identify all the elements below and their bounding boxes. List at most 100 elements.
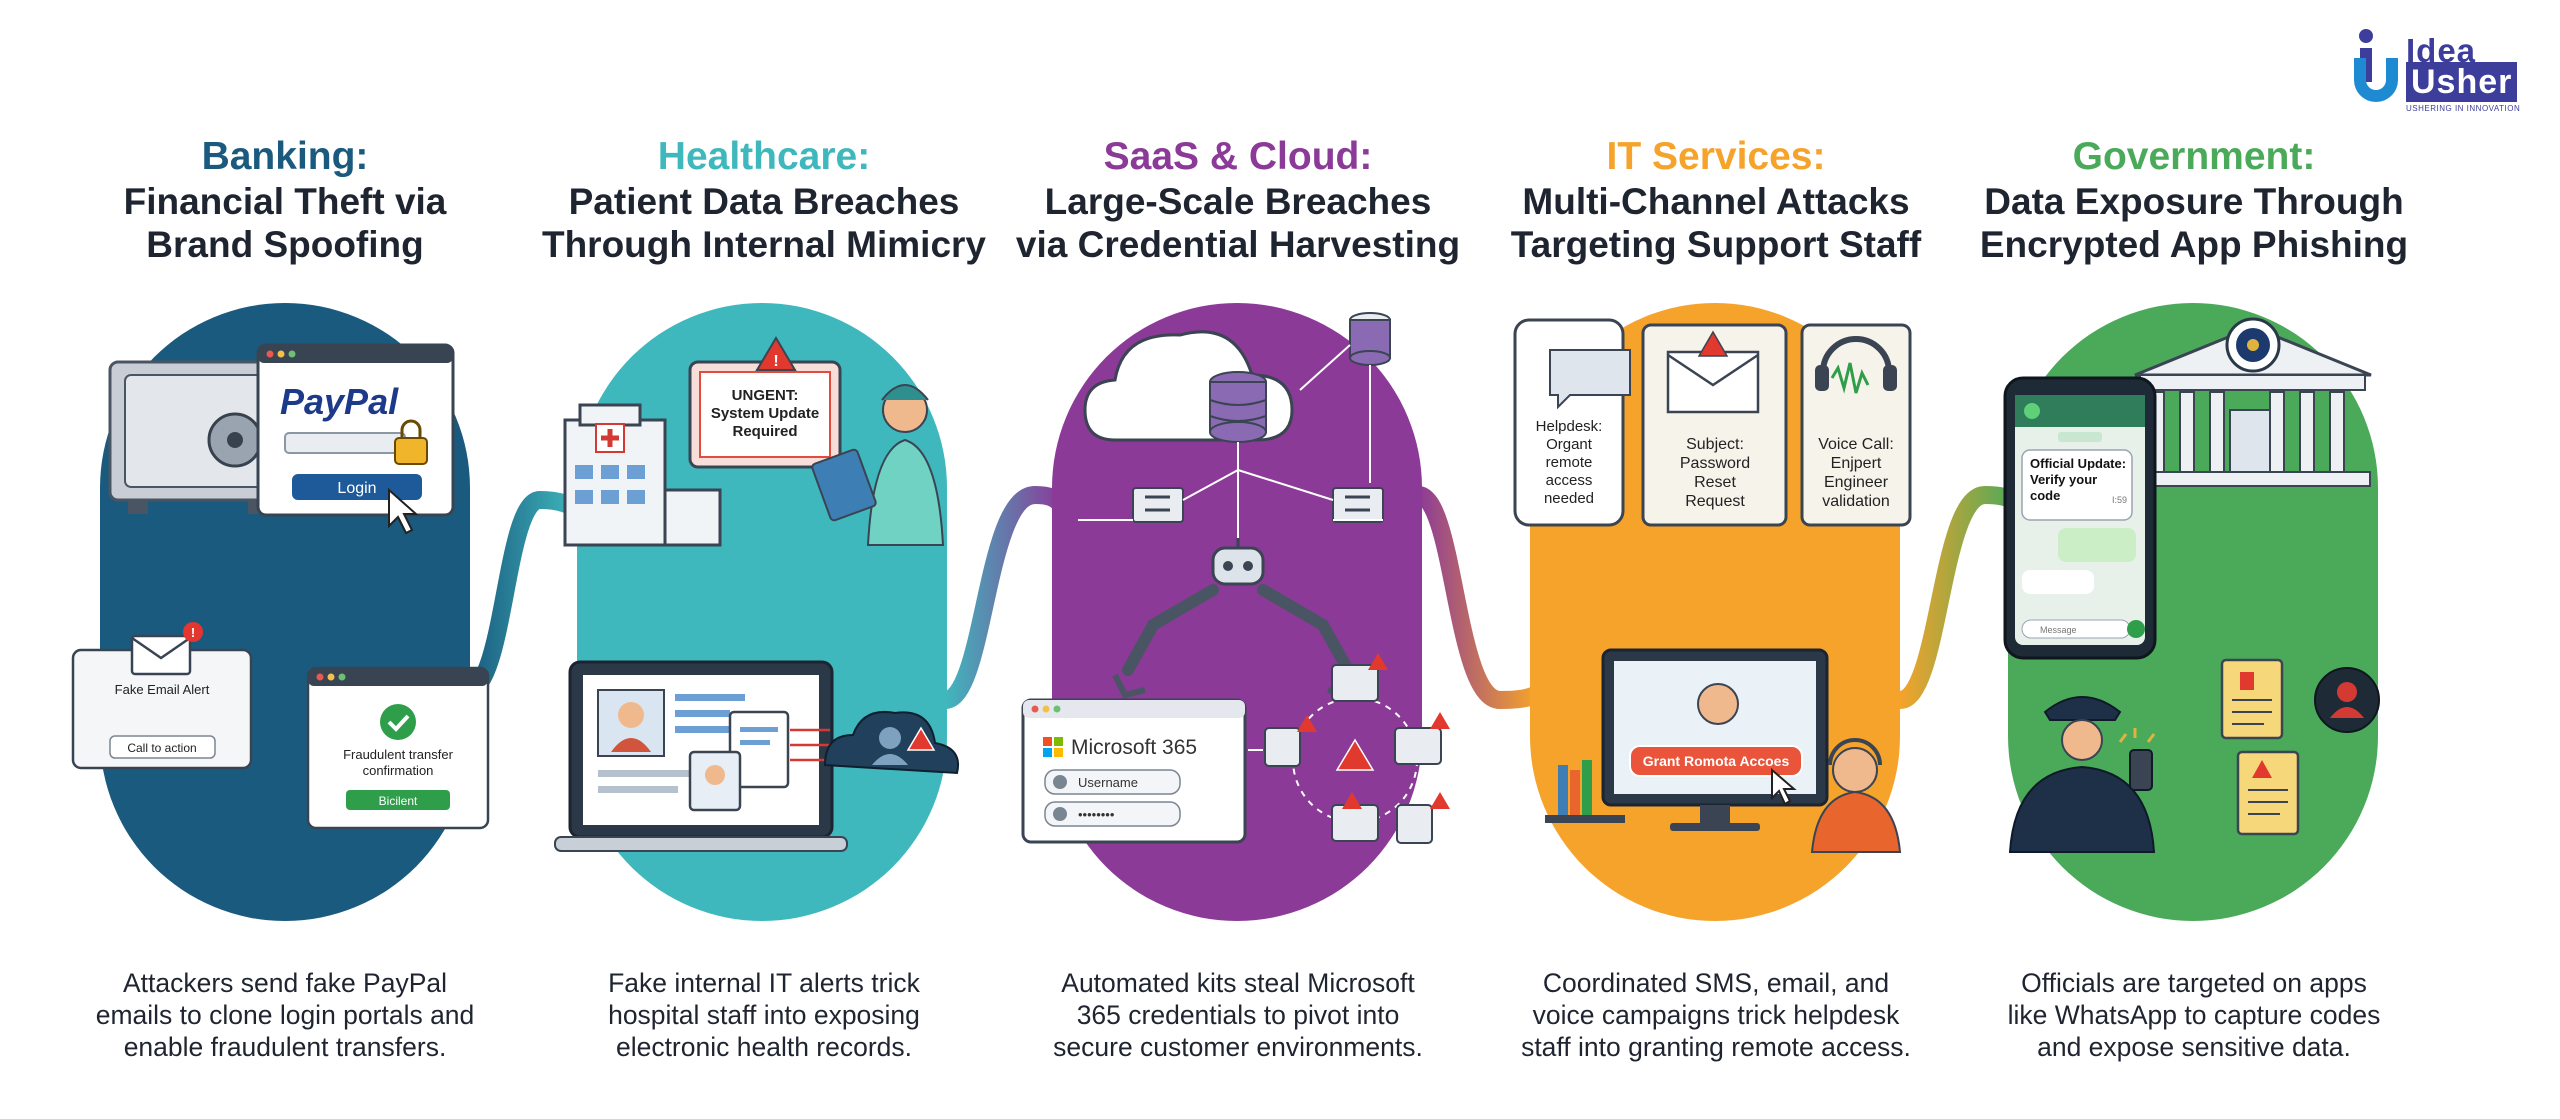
fake-email-alert-label: Fake Email Alert — [115, 682, 210, 697]
government-title-line1: Data Exposure Through — [1984, 181, 2404, 222]
desc-line: Automated kits steal Microsoft — [1061, 968, 1415, 998]
healthcare-description: Fake internal IT alerts trick hospital s… — [504, 967, 1024, 1063]
voice-line: Voice Call: — [1818, 436, 1894, 453]
voice-line: Enjpert — [1830, 455, 1882, 472]
saas-panel: Microsoft 365 Username •••••••• — [1021, 303, 1450, 921]
government-building-icon — [2134, 317, 2372, 487]
notification-badge-icon — [183, 622, 203, 642]
whatsapp-phone-icon: Official Update: Verify your code I:59 M… — [2003, 376, 2157, 660]
healthcare-title-line1: Patient Data Breaches — [568, 181, 960, 222]
username-field-label: Username — [1078, 775, 1138, 790]
compromised-nodes-icon — [1248, 653, 1450, 844]
sms-line: remote — [1545, 454, 1593, 471]
call-to-action-label: Call to action — [127, 741, 196, 755]
connector-banking-healthcare — [459, 490, 587, 699]
healthcare-category: Healthcare: — [657, 135, 871, 178]
desc-line: voice campaigns trick helpdesk — [1532, 1000, 1900, 1030]
government-title-line2: Encrypted App Phishing — [1979, 224, 2409, 265]
ms365-label: Microsoft 365 — [1071, 736, 1197, 759]
urgent-alert-window: ! UNGENT: System Update Required — [688, 336, 842, 469]
saas-title-line2: via Credential Harvesting — [1015, 224, 1461, 265]
hacker-cloud-icon — [823, 711, 959, 775]
connection-arrows — [1078, 344, 1383, 542]
healthcare-panel: ! UNGENT: System Update Required — [554, 303, 959, 921]
whatsapp-msg-line2: Verify your — [2030, 472, 2097, 487]
warning-triangle-icon — [755, 336, 797, 371]
desc-line: secure customer environments. — [1053, 1032, 1423, 1062]
sms-line: access — [1545, 472, 1593, 489]
sms-line: Organt — [1546, 436, 1592, 453]
saas-description: Automated kits steal Microsoft 365 crede… — [978, 967, 1498, 1063]
voice-line: Engineer — [1823, 474, 1889, 491]
it-description: Coordinated SMS, email, and voice campai… — [1456, 967, 1976, 1063]
books-icon — [1545, 760, 1625, 823]
network-nodes-icon — [1132, 312, 1391, 523]
transfer-line1: Fraudulent transfer — [343, 747, 454, 762]
desc-line: 365 credentials to pivot into — [1076, 1000, 1400, 1030]
it-title-line2: Targeting Support Staff — [1510, 224, 1922, 265]
check-circle-icon — [380, 704, 416, 740]
warning-triangle-icon — [1697, 330, 1729, 357]
urgent-line2: System Update — [711, 405, 819, 422]
logo-mark-icon — [2354, 29, 2398, 102]
nurse-figure-icon — [811, 384, 945, 546]
banking-category: Banking: — [201, 135, 369, 178]
banking-title-line2: Brand Spoofing — [146, 224, 424, 265]
banking-panel: PayPal Login ! Fake Email Alert Call to … — [71, 303, 490, 921]
mouse-cursor-icon — [388, 487, 419, 535]
sensitive-document-icons — [2220, 658, 2380, 836]
government-panel: Official Update: Verify your code I:59 M… — [2003, 303, 2380, 921]
microsoft-365-login-window: Microsoft 365 Username •••••••• — [1021, 698, 1247, 844]
medical-file-icon — [688, 710, 790, 812]
banking-description: Attackers send fake PayPal emails to clo… — [25, 967, 545, 1063]
paypal-login-window: PayPal Login — [256, 343, 455, 535]
envelope-icon — [1666, 350, 1760, 414]
urgent-line1: UNGENT: — [732, 387, 799, 404]
support-agent-figure-icon — [1810, 738, 1902, 853]
email-line: Request — [1685, 493, 1745, 510]
password-field-label: •••••••• — [1078, 807, 1115, 822]
desc-line: enable fraudulent transfers. — [123, 1032, 447, 1062]
whatsapp-msg-line1: Official Update: — [2030, 456, 2126, 471]
email-line: Reset — [1694, 474, 1736, 491]
desc-line: Officials are targeted on apps — [2021, 968, 2367, 998]
desc-line: staff into granting remote access. — [1521, 1032, 1911, 1062]
mouse-cursor-icon — [1771, 767, 1797, 806]
desc-line: like WhatsApp to capture codes — [2007, 1000, 2381, 1030]
voice-line: validation — [1822, 493, 1890, 510]
saas-title: SaaS & Cloud: Large-Scale Breaches via C… — [978, 134, 1498, 266]
it-panel: Grant Romota Accoes — [1513, 303, 1912, 921]
banking-title: Banking: Financial Theft via Brand Spoof… — [25, 134, 545, 266]
transfer-button-label: Bicilent — [379, 794, 418, 808]
healthcare-title-line2: Through Internal Mimicry — [541, 224, 987, 265]
connector-saas-it — [1409, 486, 1544, 710]
paypal-text: PayPal — [280, 381, 399, 422]
connector-healthcare-saas — [936, 485, 1071, 709]
headset-icon — [1820, 336, 1892, 373]
email-line: Password — [1679, 455, 1751, 472]
desc-line: emails to clone login portals and — [95, 1000, 475, 1030]
fake-email-alert-card: ! Fake Email Alert Call to action — [71, 622, 253, 770]
it-title: IT Services: Multi-Channel Attacks Targe… — [1456, 134, 1976, 266]
whatsapp-input-placeholder: Message — [2040, 625, 2077, 635]
voice-card-text: Voice Call: Enjpert Engineer validation — [1803, 435, 1909, 511]
voice-call-card — [1800, 323, 1912, 527]
desc-line: electronic health records. — [615, 1032, 913, 1062]
email-card-text: Subject: Password Reset Request — [1645, 435, 1785, 511]
logo-word-usher: Usher — [2406, 62, 2518, 102]
data-flow-arrows-icon — [790, 728, 830, 762]
whatsapp-msg-line3: code — [2030, 488, 2060, 503]
desc-line: and expose sensitive data. — [2037, 1032, 2351, 1062]
svg-text:!: ! — [191, 625, 195, 640]
sms-phone-card — [1513, 318, 1631, 527]
email-envelope-card — [1641, 323, 1788, 527]
transfer-confirmation-window: Fraudulent transfer confirmation Bicilen… — [306, 666, 490, 830]
healthcare-title: Healthcare: Patient Data Breaches Throug… — [504, 134, 1024, 266]
transfer-line2: confirmation — [363, 763, 434, 778]
desc-line: Attackers send fake PayPal — [122, 968, 448, 998]
hospital-building-icon — [563, 403, 722, 547]
chat-bubble-icon — [1549, 349, 1631, 410]
government-description: Officials are targeted on apps like What… — [1934, 967, 2454, 1063]
urgent-line3: Required — [732, 423, 797, 440]
